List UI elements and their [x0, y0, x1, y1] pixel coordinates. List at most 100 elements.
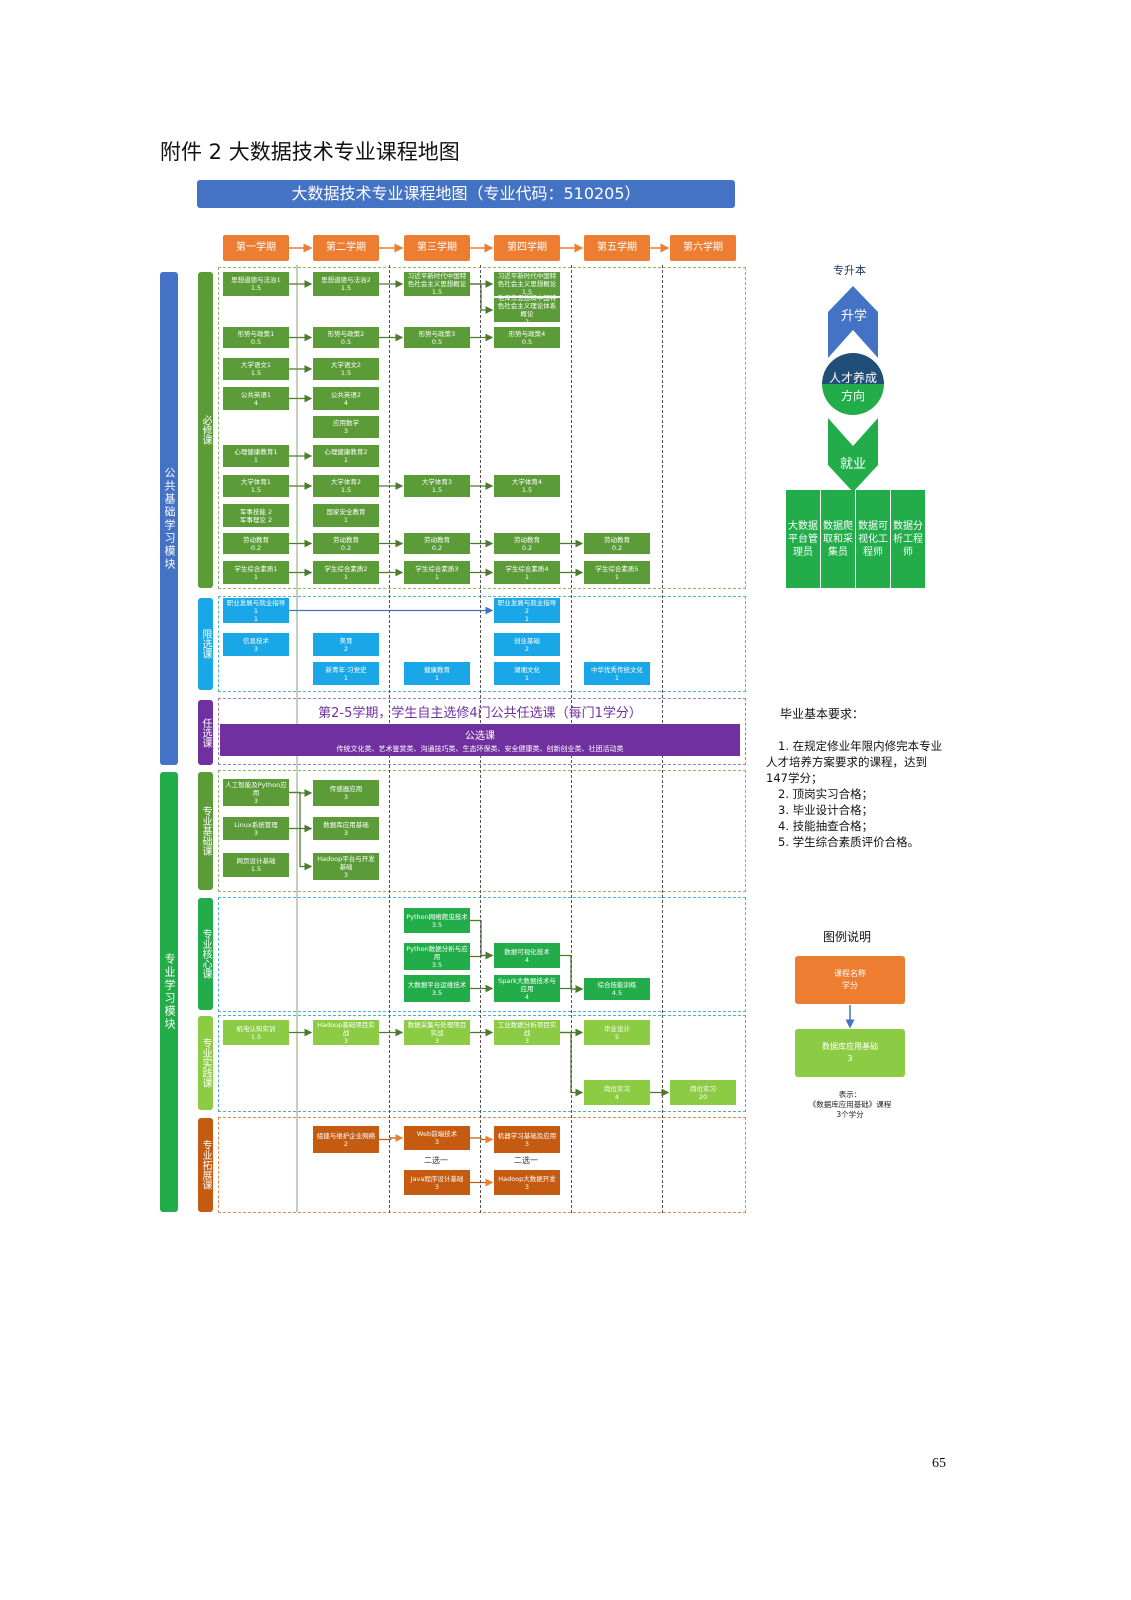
course-name: 学生综合素质3 [415, 564, 459, 573]
course-name: 数据采集与处理项目实战 [407, 1020, 467, 1037]
talent-direction-bottom: 方向 [840, 389, 865, 403]
course-name: 学生综合素质5 [595, 564, 639, 573]
course-name: 综合技能训练 [597, 981, 637, 989]
course-name: 心理健康教育2 [324, 448, 368, 456]
course-name: 形势与政策4 [508, 329, 546, 338]
course-name: 工业数据分析项目实战 [497, 1020, 557, 1037]
category-required: 必修课 [198, 272, 213, 588]
course-name: 心理健康教育1 [234, 448, 278, 456]
category-practice: 专业实践课 [198, 1016, 213, 1110]
course-credit: 3 [524, 1182, 530, 1191]
course-credit: 2 [343, 644, 349, 653]
course-credit: 0.5 [250, 337, 262, 346]
course-name: 职业发展与就业指导2 [497, 598, 557, 615]
requirement-item: 5. 学生综合素质评价合格。 [778, 835, 920, 849]
course-credit: 1.5 [521, 288, 533, 296]
semester-3: 第三学期 [404, 235, 470, 261]
course-name: 人工智能及Python应用 [225, 780, 287, 797]
course-name: Linux系统管理 [234, 820, 278, 829]
page-heading: 附件 2 大数据技术专业课程地图 [160, 140, 460, 164]
course-credit: 1.5 [431, 288, 443, 296]
course-name: 形势与政策1 [237, 329, 275, 338]
course-name: 组建与维护企业网络 [316, 1131, 376, 1140]
course-credit: 3 [524, 1036, 530, 1045]
course-credit: 0.2 [611, 543, 623, 552]
section-base [218, 770, 746, 892]
job-1: 大数据平台管理员 [786, 490, 820, 588]
course-name: Web前端技术 [416, 1130, 458, 1138]
course-name: 公共英语2 [330, 390, 362, 399]
course-credit: 1.5 [340, 284, 352, 292]
course-name: 大学语文1 [240, 361, 272, 369]
choose-one-label: 二选一 [424, 1156, 448, 1165]
course-name: 大学语文2 [330, 361, 362, 369]
requirement-item: 4. 技能抽查合格； [778, 819, 874, 833]
course-credit: 0.2 [340, 543, 352, 552]
course-credit: 2 [524, 644, 530, 653]
course-name: 劳动教育 [424, 535, 450, 544]
course-name: Python网络爬虫技术 [406, 912, 468, 921]
course-name: Python数据分析与应用 [406, 944, 468, 961]
category-core: 专业核心课 [198, 898, 213, 1010]
course-credit: 3 [343, 427, 349, 435]
course-credit: 2 [524, 318, 530, 326]
course-credit: 20 [698, 1092, 708, 1101]
course-credit: 1 [614, 572, 620, 581]
category-extension: 专业拓展课 [198, 1118, 213, 1212]
course-credit: 4 [524, 992, 530, 1001]
course-credit: 军事理论 2 [239, 515, 273, 524]
section-required [218, 267, 746, 589]
requirement-item: 3. 毕业设计合格； [778, 803, 874, 817]
legend-course-example: 数据库应用基础 3 [795, 1029, 905, 1077]
course-credit: 1 [343, 673, 349, 682]
page-number: 65 [932, 1456, 946, 1471]
course-credit: 3.5 [431, 960, 443, 969]
semester-4: 第四学期 [494, 235, 560, 261]
course-credit: 1 [253, 614, 259, 623]
course-credit: 1 [614, 673, 620, 682]
upgrade-target: 专升本 [833, 264, 866, 277]
requirement-item: 2. 顶岗实习合格； [778, 787, 874, 801]
course-name: 数据可视化技术 [504, 947, 550, 956]
course-credit: 1 [343, 515, 349, 524]
course-credit: 1 [253, 456, 259, 464]
course-credit: 0.2 [250, 543, 262, 552]
course-name: 劳动教育 [514, 535, 540, 544]
course-credit: 3.5 [431, 988, 443, 997]
category-optional: 任选课 [198, 700, 213, 765]
course-name: 湖湘文化 [514, 665, 540, 674]
course-link-arrow [289, 827, 313, 871]
course-credit: 3 [343, 870, 349, 879]
